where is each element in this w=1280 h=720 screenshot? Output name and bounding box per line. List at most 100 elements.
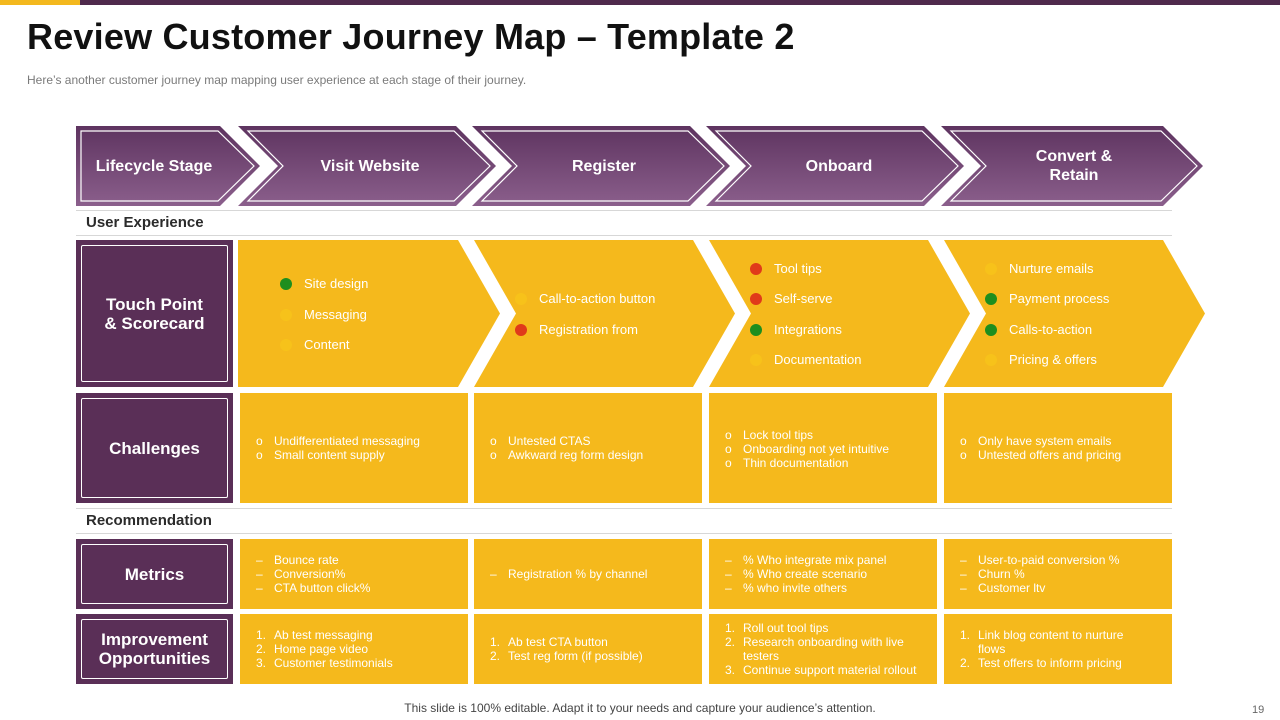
stage-onboard-label: Onboard [805, 157, 873, 175]
metrics-cell-visit-website: –Bounce rate –Conversion% –CTA button cl… [240, 539, 468, 609]
status-dot-red [750, 262, 762, 275]
challenge-item: Untested offers and pricing [978, 448, 1122, 462]
challenge-item: Onboarding not yet intuitive [743, 442, 890, 456]
improvement-item: Research onboarding with live [743, 635, 904, 649]
touchpoint-label: Registration from [539, 322, 638, 337]
touchpoint-item: Nurture emails [985, 261, 1094, 276]
row-label-improvement: Improvement Opportunities [76, 614, 233, 684]
metric-item: % Who create scenario [743, 567, 868, 581]
improvement-item: Ab test messaging [274, 628, 373, 642]
touchpoint-item: Self-serve [750, 291, 833, 306]
improvement-item-cont: testers [743, 649, 780, 663]
touchpoint-item: Integrations [750, 322, 842, 337]
improvement-item: Roll out tool tips [743, 621, 829, 635]
challenge-item: Undifferentiated messaging [274, 434, 420, 448]
chevron-convert-retain [941, 126, 1203, 206]
touch-point-line1: Touch Point [106, 294, 203, 314]
improvement-item: Ab test CTA button [508, 635, 608, 649]
improvement-item: Link blog content to nurture [978, 628, 1124, 642]
touch-point-band [238, 240, 1205, 387]
chevron-visit-website [238, 126, 496, 206]
metric-item: Bounce rate [274, 553, 339, 567]
stage-visit-website-label: Visit Website [320, 157, 420, 175]
section-user-experience: User Experience [86, 214, 204, 231]
improvement-cell-onboard: 1.Roll out tool tips 2.Research onboardi… [709, 614, 937, 684]
touchpoint-item: Tool tips [750, 261, 822, 276]
improvement-cell-register: 1.Ab test CTA button 2.Test reg form (if… [474, 614, 702, 684]
stage-register-label: Register [571, 157, 637, 175]
row-label-metrics: Metrics [76, 539, 233, 609]
stage-lifecycle-label: Lifecycle Stage [95, 157, 213, 175]
chevron-onboard [706, 126, 964, 206]
touchpoint-item: Calls-to-action [985, 322, 1092, 337]
improvement-cell-visit-website: 1.Ab test messaging 2.Home page video 3.… [240, 614, 468, 684]
challenge-item: Awkward reg form design [508, 448, 644, 462]
status-dot-yellow [280, 338, 292, 351]
metric-item: % Who integrate mix panel [743, 553, 887, 567]
metric-item: User-to-paid conversion % [978, 553, 1120, 567]
touchpoint-label: Tool tips [774, 261, 822, 276]
page-title: Review Customer Journey Map – Template 2 [27, 16, 795, 57]
touchpoint-label: Payment process [1009, 291, 1110, 306]
page-subtitle: Here’s another customer journey map mapp… [27, 73, 527, 87]
touchpoint-label: Self-serve [774, 291, 833, 306]
status-dot-yellow [985, 353, 997, 366]
status-dot-green [280, 277, 292, 290]
touchpoint-label: Call-to-action button [539, 291, 656, 306]
challenge-item: Small content supply [274, 448, 385, 462]
touchpoint-item: Messaging [280, 307, 367, 322]
improvement-item-cont: flows [978, 642, 1006, 656]
divider [76, 533, 1172, 534]
chevron-register [472, 126, 730, 206]
metrics-cell-register: –Registration % by channel [474, 539, 702, 609]
touchpoint-label: Pricing & offers [1009, 352, 1097, 367]
metrics-label: Metrics [124, 564, 185, 584]
stage-convert-line1: Convert & [1035, 148, 1113, 165]
improvement-item: Home page video [274, 642, 369, 656]
touch-point-line2: & Scorecard [104, 313, 205, 333]
metrics-cell-convert-retain: –User-to-paid conversion % –Churn % –Cus… [944, 539, 1172, 609]
touchpoint-item: Registration from [515, 322, 638, 337]
metric-item: Churn % [978, 567, 1025, 581]
improvement-line1: Improvement [101, 630, 208, 649]
improvement-line2: Opportunities [98, 649, 211, 668]
touchpoint-item: Documentation [750, 352, 861, 367]
status-dot-yellow [280, 308, 292, 321]
touchpoint-item: Call-to-action button [515, 291, 655, 306]
touchpoint-label: Nurture emails [1009, 261, 1094, 276]
metric-item: % who invite others [743, 581, 848, 595]
metric-item: Customer ltv [978, 581, 1046, 595]
touchpoint-item: Site design [280, 276, 368, 291]
improvement-item: Test offers to inform pricing [978, 656, 1122, 670]
divider [76, 508, 1172, 509]
top-bar-accent [0, 0, 80, 5]
status-dot-green [985, 292, 997, 305]
divider [76, 235, 1172, 236]
row-label-challenges: Challenges [76, 393, 233, 503]
touchpoint-item: Pricing & offers [985, 352, 1097, 367]
stage-convert-retain-label: Convert & Retain [984, 126, 1164, 206]
metric-item: CTA button click% [274, 581, 371, 595]
challenge-item: Only have system emails [978, 434, 1112, 448]
footer-note: This slide is 100% editable. Adapt it to… [404, 701, 876, 715]
status-dot-green [750, 323, 762, 336]
touchpoint-label: Calls-to-action [1009, 322, 1093, 337]
challenges-label: Challenges [109, 438, 200, 458]
touchpoint-label: Integrations [774, 322, 842, 337]
improvement-item: Continue support material rollout [743, 663, 917, 677]
status-dot-yellow [985, 262, 997, 275]
challenge-item: Untested CTAS [508, 434, 591, 448]
stage-convert-line2: Retain [1049, 167, 1099, 184]
divider [76, 210, 1172, 211]
improvement-item: Customer testimonials [274, 656, 393, 670]
metrics-cell-onboard: –% Who integrate mix panel –% Who create… [709, 539, 937, 609]
section-recommendation: Recommendation [86, 512, 212, 529]
touchpoint-label: Site design [304, 276, 369, 291]
touchpoint-item: Content [280, 337, 350, 352]
improvement-item: Test reg form (if possible) [508, 649, 643, 663]
challenge-item: Lock tool tips [743, 428, 814, 442]
